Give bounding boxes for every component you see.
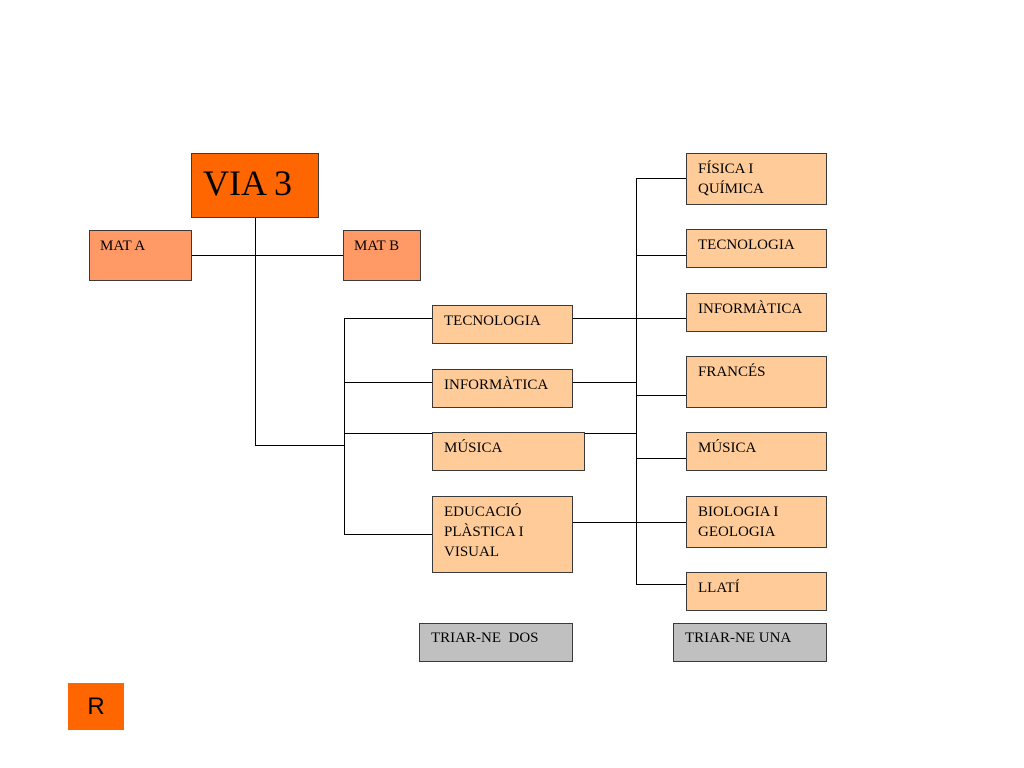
choose-two-note: TRIAR-NE DOS — [419, 623, 573, 662]
right-subject-box-3: INFORMÀTICA — [686, 293, 827, 332]
middle-subject-box-2: INFORMÀTICA — [432, 369, 573, 408]
right-subject-box-1: FÍSICA I QUÍMICA — [686, 153, 827, 205]
right-subject-box-7: LLATÍ — [686, 572, 827, 611]
right-subject-box-2: TECNOLOGIA — [686, 229, 827, 268]
choose-one-note: TRIAR-NE UNA — [673, 623, 827, 662]
title-box: VIA 3 — [191, 153, 319, 218]
return-button[interactable]: R — [68, 683, 124, 730]
right-subject-box-5: MÚSICA — [686, 432, 827, 471]
middle-subject-box-4: EDUCACIÓ PLÀSTICA I VISUAL — [432, 496, 573, 573]
middle-subject-box-1: TECNOLOGIA — [432, 305, 573, 344]
mat-a-box: MAT A — [89, 230, 192, 281]
right-subject-box-4: FRANCÉS — [686, 356, 827, 408]
right-subject-box-6: BIOLOGIA I GEOLOGIA — [686, 496, 827, 548]
middle-subject-box-3: MÚSICA — [432, 432, 585, 471]
mat-b-box: MAT B — [343, 230, 421, 281]
